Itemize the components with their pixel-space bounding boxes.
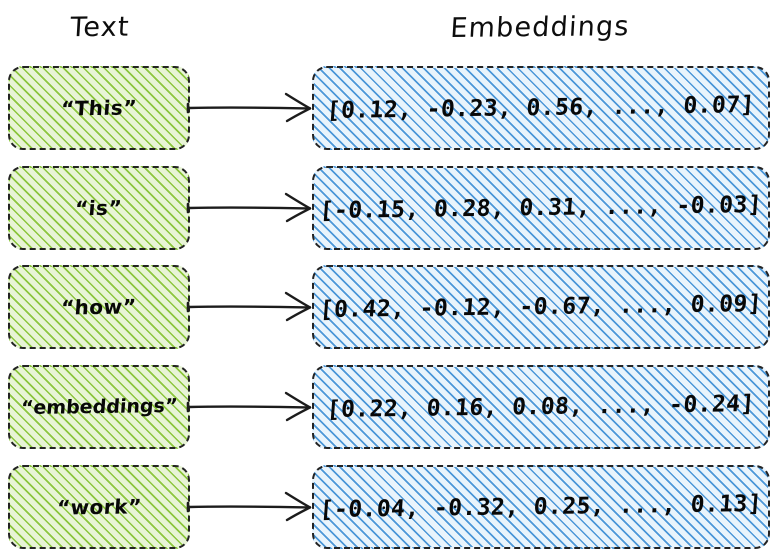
- embedding-node-value: [-0.04, -0.32, 0.25, ..., 0.13]: [318, 490, 764, 524]
- text-node[interactable]: “work”: [8, 465, 190, 549]
- embedding-node[interactable]: [-0.04, -0.32, 0.25, ..., 0.13]: [312, 465, 770, 549]
- embedding-node[interactable]: [0.12, -0.23, 0.56, ..., 0.07]: [312, 66, 770, 150]
- embedding-node[interactable]: [0.22, 0.16, 0.08, ..., -0.24]: [312, 365, 770, 449]
- column-header-text: Text: [69, 11, 131, 44]
- embedding-node-value: [0.12, -0.23, 0.56, ..., 0.07]: [326, 92, 756, 124]
- arrow-right-icon: [186, 391, 312, 422]
- arrow-right-icon: [186, 192, 312, 223]
- diagram-row: “embeddings” [0.22, 0.16, 0.08, ..., -0.…: [0, 365, 780, 449]
- diagram-row: “work” [-0.04, -0.32, 0.25, ..., 0.13]: [0, 465, 780, 549]
- column-header-embeddings: Embeddings: [449, 11, 631, 44]
- text-node-label: “This”: [60, 95, 138, 121]
- text-node[interactable]: “is”: [8, 166, 190, 250]
- arrow-right-icon: [186, 92, 312, 123]
- diagram-row: “This” [0.12, -0.23, 0.56, ..., 0.07]: [0, 66, 780, 150]
- diagram-row: “is” [-0.15, 0.28, 0.31, ..., -0.03]: [0, 166, 780, 250]
- embedding-node-value: [0.22, 0.16, 0.08, ..., -0.24]: [326, 391, 756, 423]
- text-node[interactable]: “This”: [8, 66, 190, 150]
- embedding-node-value: [0.42, -0.12, -0.67, ..., 0.09]: [318, 290, 764, 324]
- text-node-label: “work”: [55, 494, 143, 520]
- text-node[interactable]: “how”: [8, 265, 190, 349]
- text-node-label: “embeddings”: [19, 394, 179, 420]
- text-node-label: “how”: [60, 294, 138, 320]
- text-node[interactable]: “embeddings”: [8, 365, 190, 449]
- text-node-label: “is”: [74, 195, 124, 221]
- embedding-node[interactable]: [0.42, -0.12, -0.67, ..., 0.09]: [312, 265, 770, 349]
- diagram-row: “how” [0.42, -0.12, -0.67, ..., 0.09]: [0, 265, 780, 349]
- arrow-right-icon: [186, 291, 312, 322]
- embedding-node-value: [-0.15, 0.28, 0.31, ..., -0.03]: [318, 191, 764, 225]
- embedding-node[interactable]: [-0.15, 0.28, 0.31, ..., -0.03]: [312, 166, 770, 250]
- arrow-right-icon: [186, 491, 312, 522]
